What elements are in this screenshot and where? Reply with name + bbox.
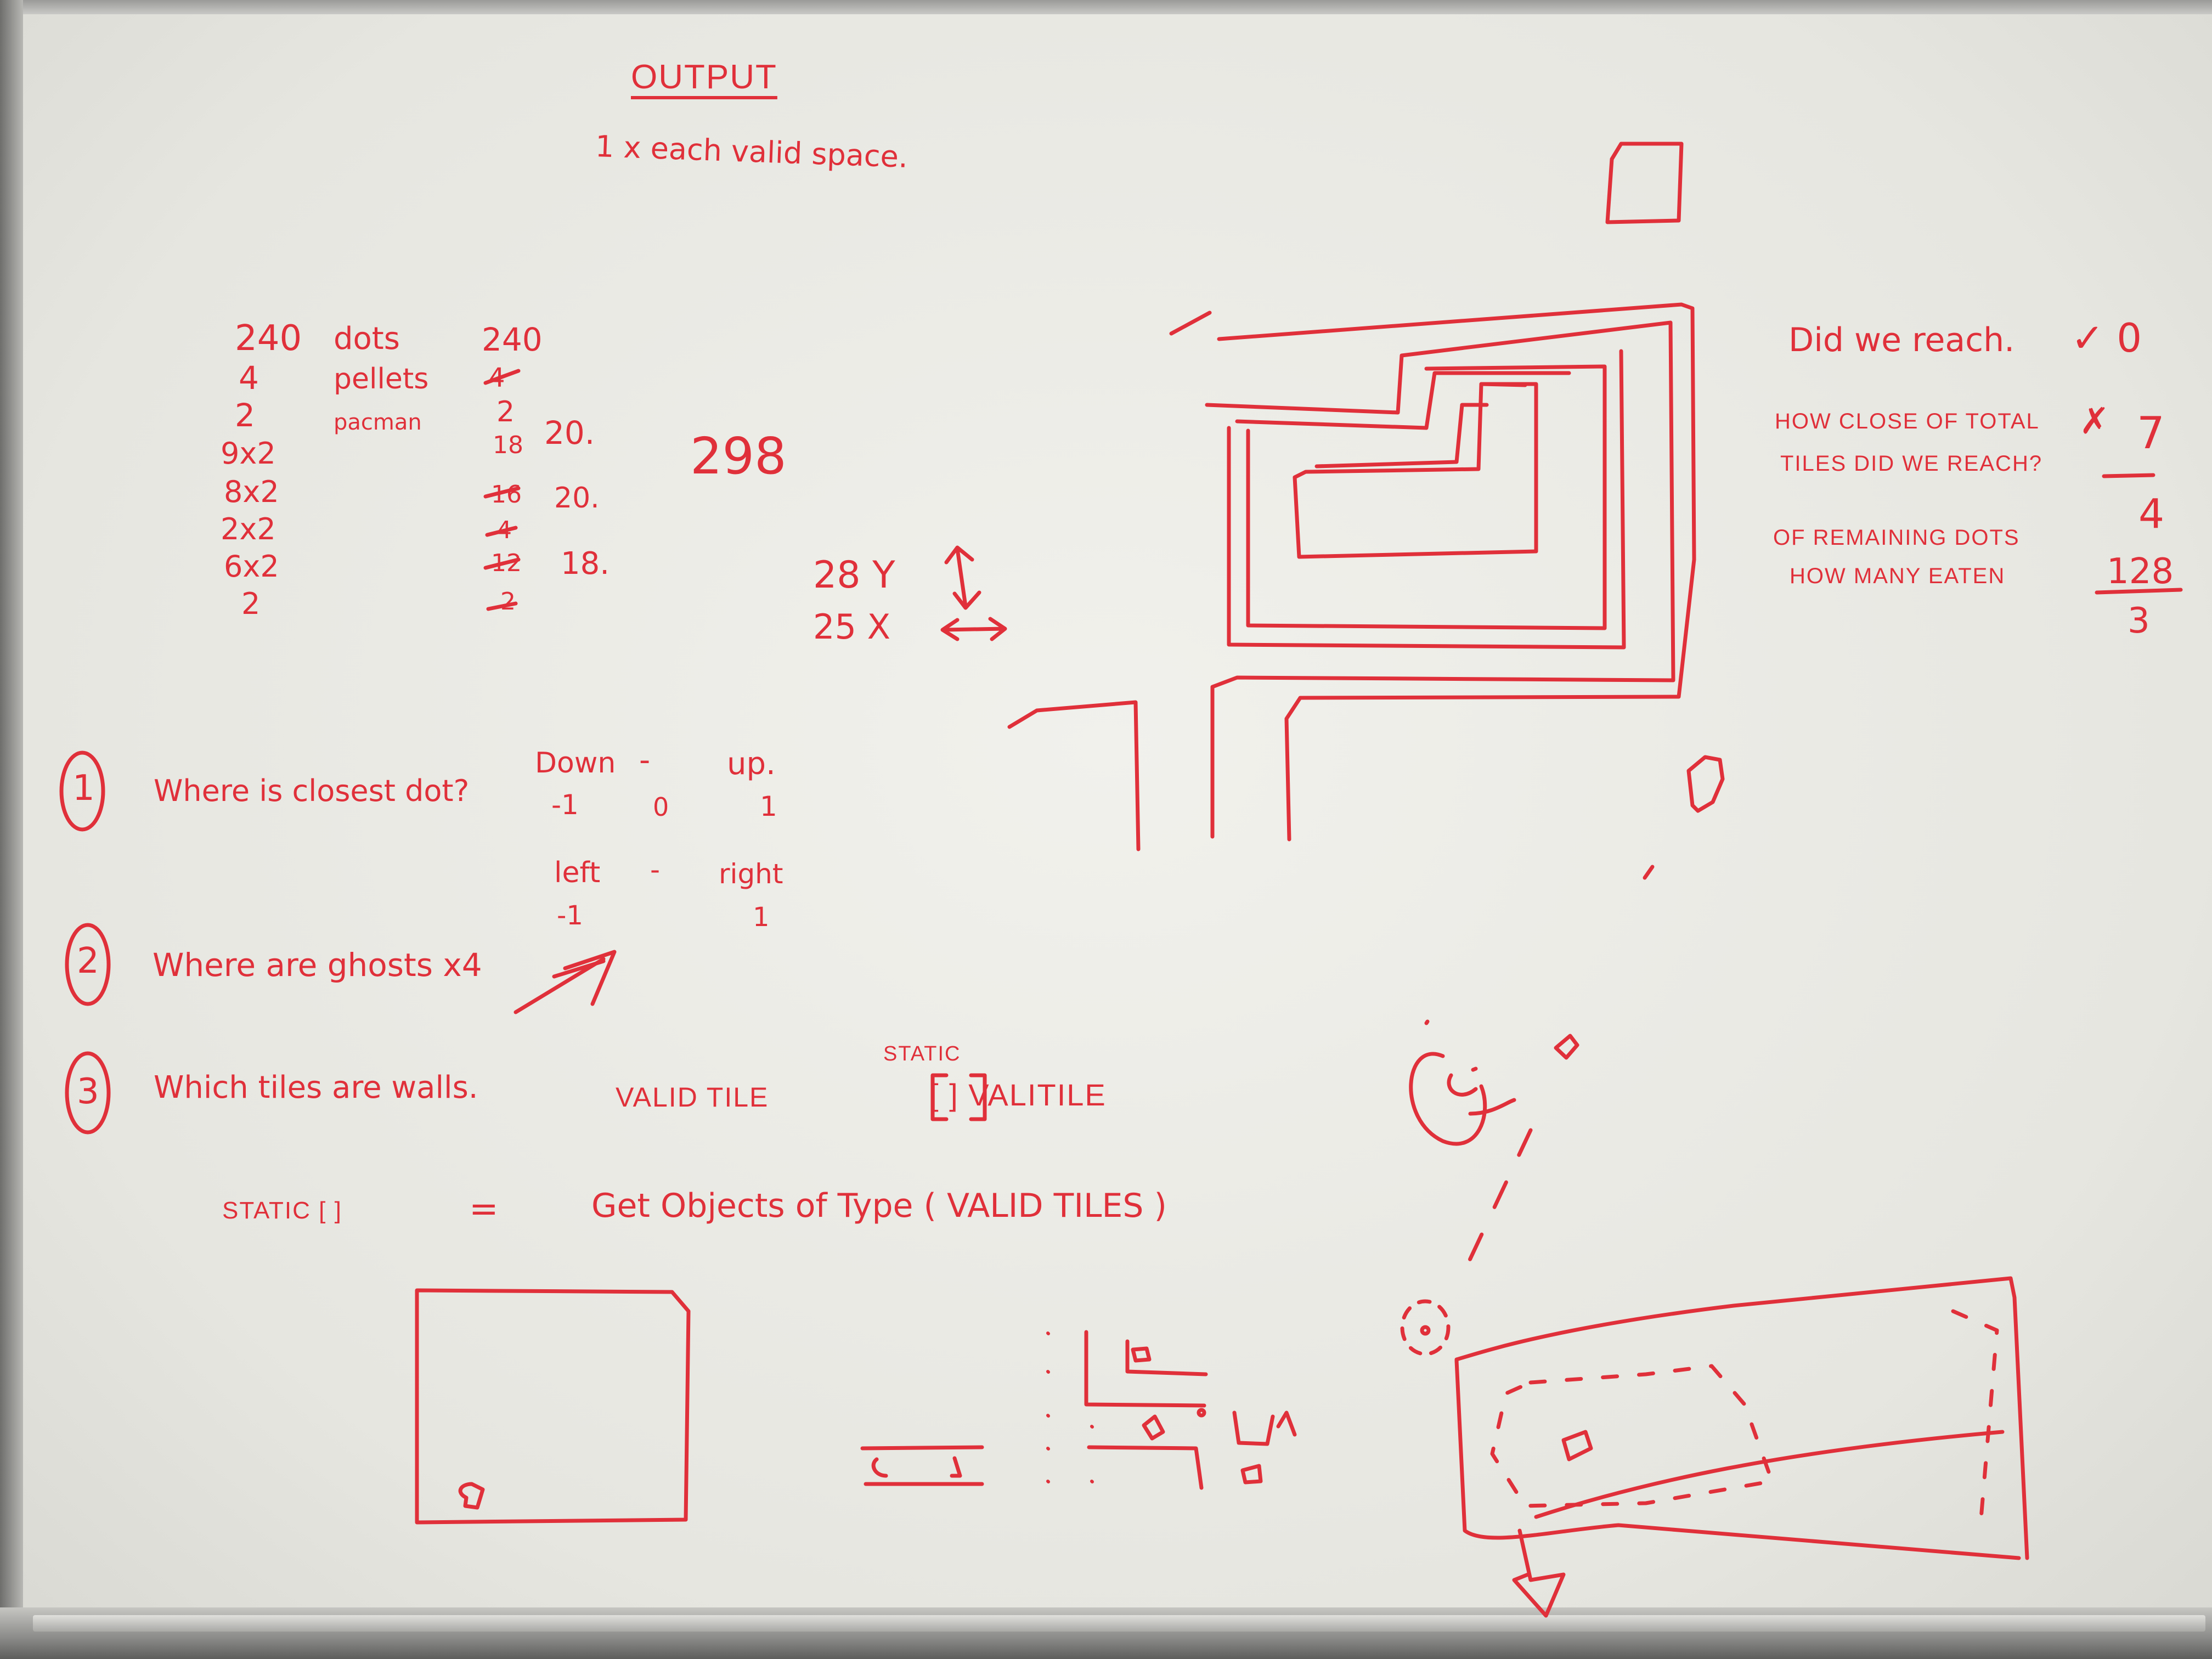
dotted-circle-center [1422, 1327, 1429, 1334]
reward-marks: ✓ 0 [2071, 315, 2142, 361]
question-2-text: Where are ghosts x4 [153, 946, 482, 984]
perspective-dashes [1492, 1311, 1997, 1525]
downward-arrow-sketch [1514, 1531, 1564, 1616]
count-right-item: 18 [493, 431, 523, 459]
ghost-arrow [516, 952, 614, 1012]
count-label-pellets: pellets [334, 363, 429, 396]
tile-dots [1048, 1333, 1092, 1482]
code-equals: = [469, 1189, 499, 1229]
fraction-1-denominator: 4 [2138, 490, 2165, 538]
direction-dash-label: - [639, 742, 651, 778]
reward-question-close-1: HOW CLOSE OF TOTAL [1775, 409, 2040, 433]
dimension-x: 25 X [813, 607, 891, 647]
question-1-text: Where is closest dot? [154, 774, 470, 808]
marker-tray [33, 1615, 2205, 1632]
fraction-2-denominator: 3 [2128, 601, 2150, 641]
direction-dash2-label: - [650, 854, 661, 885]
play-area-box [417, 1290, 689, 1522]
code-static-array: STATIC [ ] [222, 1197, 342, 1224]
valid-tile-label: VALID TILE [616, 1082, 769, 1113]
question-1-number: 1 [72, 768, 95, 809]
question-3-number: 3 [77, 1071, 99, 1112]
dotted-circle [1402, 1301, 1448, 1354]
dimension-y: 28 Y [813, 554, 895, 597]
fraction-2-numerator: 128 [2107, 551, 2174, 592]
grand-total: 298 [690, 427, 787, 486]
subtotal: 18. [561, 546, 610, 582]
static-label: STATIC [883, 1042, 961, 1065]
direction-left-value: -1 [557, 900, 583, 931]
count-right-item: 2 [496, 396, 515, 428]
fraction-1-numerator: 7 [2137, 408, 2165, 459]
direction-up-value: 1 [760, 791, 777, 822]
reward-question-close-2: TILES DID WE REACH? [1780, 452, 2043, 476]
count-left-item: 6x2 [224, 549, 279, 584]
count-label-dots: dots [334, 321, 400, 357]
question-number-circles [61, 753, 109, 1132]
count-left-item: 8x2 [224, 475, 279, 509]
direction-up-label: up. [727, 746, 776, 782]
dimension-arrows [943, 548, 1005, 639]
whiteboard-frame-left [0, 0, 23, 1659]
pacman-sketches [1426, 757, 1723, 1058]
maze-sketch [1009, 304, 1694, 849]
small-square-sketch [1607, 144, 1681, 222]
question-2-number: 2 [77, 941, 99, 981]
reward-question-reach: Did we reach. [1788, 321, 2015, 359]
pacman-tiny-sketch [1564, 1432, 1591, 1459]
direction-right-label: right [719, 858, 783, 890]
subtotal: 20. [554, 482, 600, 515]
direction-down-value: -1 [551, 789, 579, 821]
dashed-path [1464, 1130, 1531, 1273]
question-3-text: Which tiles are walls. [154, 1070, 478, 1105]
perspective-sketch [1457, 1278, 2027, 1558]
count-left-item: 2 [235, 397, 255, 434]
count-left-item: 2 [241, 586, 261, 621]
heading-title: OUTPUT [631, 58, 777, 96]
code-get-objects: Get Objects of Type ( VALID TILES ) [591, 1187, 1167, 1225]
reward-question-eaten-1: OF REMAINING DOTS [1773, 526, 2020, 550]
bracket-sketch [933, 1075, 985, 1119]
whiteboard-frame-top [0, 0, 2212, 14]
count-left-item: 9x2 [221, 436, 276, 471]
pacman-in-box-sketch [460, 1484, 483, 1508]
reward-question-eaten-2: HOW MANY EATEN [1790, 564, 2006, 588]
direction-down-label: Down [535, 747, 616, 780]
count-left-item: 2x2 [221, 512, 276, 546]
direction-right-value: 1 [753, 902, 770, 933]
count-left-item: 240 [235, 318, 302, 359]
ghost-circle-sketch [1411, 1054, 1514, 1144]
fraction-bars [2097, 475, 2181, 592]
direction-zero-value: 0 [653, 792, 669, 822]
count-right-item: 240 [482, 321, 543, 358]
count-left-item: 4 [239, 359, 259, 397]
valid-tile-bracket-label: [ ] VALITILE [930, 1077, 1107, 1112]
count-right-item: 2 [500, 588, 516, 616]
count-strikethroughs [486, 371, 518, 609]
tile-diagram [862, 1332, 1295, 1488]
count-label-pacman: pacman [334, 410, 422, 435]
subtotal: 20. [544, 414, 595, 452]
direction-left-label: left [554, 856, 601, 889]
reward-cross-mark: ✗ [2079, 400, 2110, 442]
